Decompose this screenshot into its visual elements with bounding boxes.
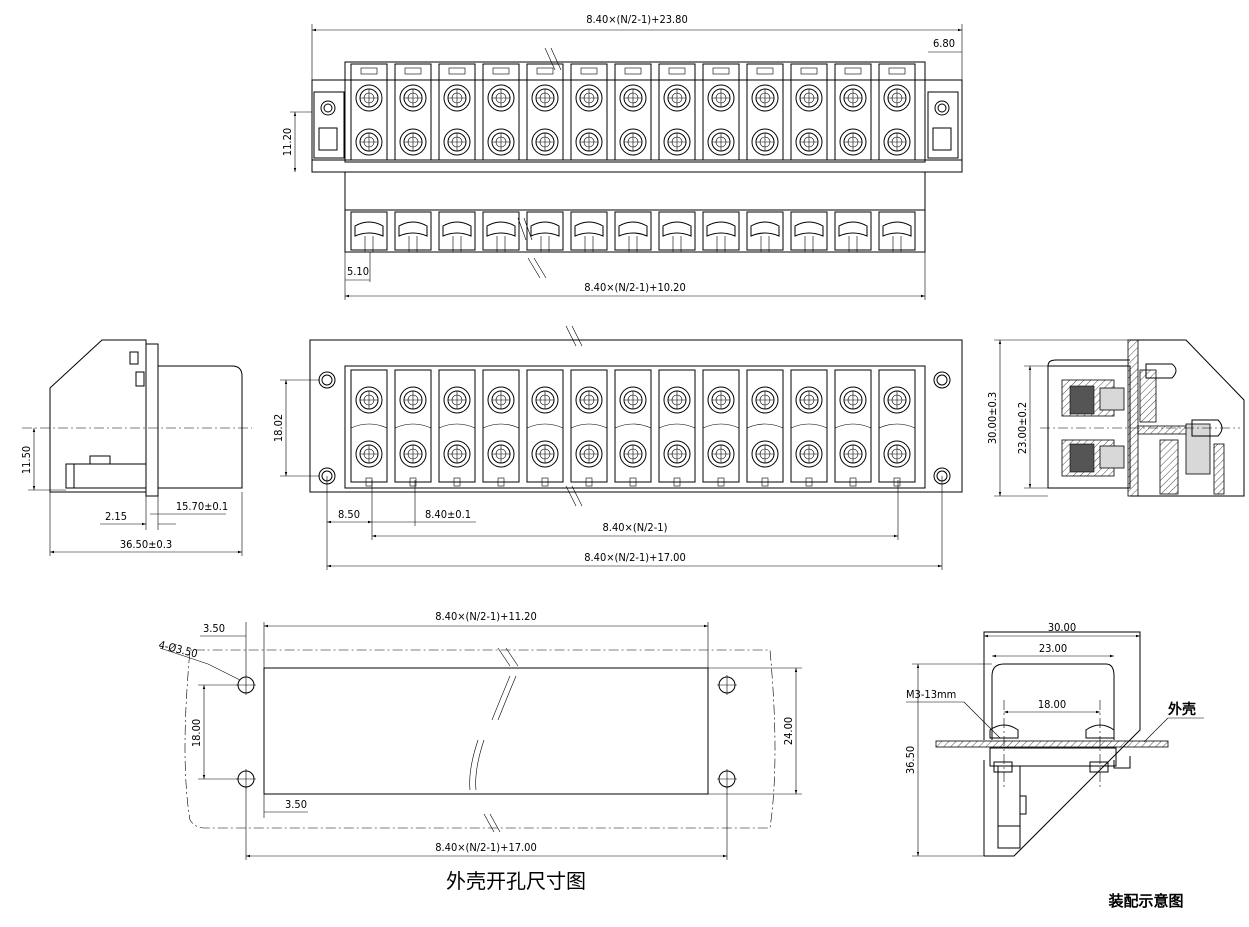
front-terminal-cell (834, 369, 872, 487)
front-terminal-cell (482, 369, 520, 487)
bottom-pins (350, 211, 916, 252)
bottom-pin (834, 211, 872, 252)
front-terminal-cell (570, 369, 608, 487)
terminal-cell (878, 63, 916, 161)
cutout-title: 外壳开孔尺寸图 (446, 869, 586, 893)
terminal-cell (614, 63, 652, 161)
front-terminal-cell (350, 369, 388, 487)
assembly-title: 装配示意图 (1107, 892, 1183, 910)
bottom-pin (790, 211, 828, 252)
dim-top-height: 11.20 (281, 128, 294, 156)
bottom-pin (394, 211, 432, 252)
dim-side-height: 11.50 (20, 446, 33, 474)
dim-side-215: 2.15 (105, 510, 127, 523)
dim-cut-2400: 24.00 (782, 717, 795, 745)
terminal-cell (834, 63, 872, 161)
dim-cut-holes: 4-Ø3.50 (157, 638, 199, 660)
right-section-view: 30.00±0.3 23.00±0.2 (986, 339, 1245, 497)
terminal-cell (746, 63, 784, 161)
bottom-pin (482, 211, 520, 252)
front-terminal-cell (790, 369, 828, 487)
dim-cut-350-bottom: 3.50 (285, 798, 307, 811)
front-terminal-cells (350, 369, 916, 487)
front-terminal-cell (746, 369, 784, 487)
bottom-pin (350, 211, 388, 252)
terminal-cell (702, 63, 740, 161)
dim-asm-3000: 30.00 (1048, 621, 1076, 634)
dim-cut-350-top: 3.50 (203, 622, 225, 635)
dim-front-pitch: 8.40×(N/2-1) (603, 521, 668, 534)
dim-asm-screw: M3-13mm (906, 688, 956, 701)
dim-top-side: 6.80 (933, 37, 955, 50)
terminal-cell (658, 63, 696, 161)
bottom-pin (438, 211, 476, 252)
top-terminal-cells (350, 63, 916, 161)
front-terminal-cell (526, 369, 564, 487)
top-view: 8.40×(N/2-1)+23.80 6.80 11.20 5.1 (281, 13, 963, 300)
dim-right-2300: 23.00±0.2 (1016, 402, 1029, 454)
assembly-view: 30.00 23.00 M3-13mm 18.00 外壳 36.50 装配示意图 (904, 621, 1204, 910)
terminal-cell (394, 63, 432, 161)
terminal-cell (438, 63, 476, 161)
dim-asm-1800: 18.00 (1038, 698, 1066, 711)
label-shell: 外壳 (1168, 701, 1196, 718)
dim-cut-width: 8.40×(N/2-1)+11.20 (435, 610, 537, 623)
dim-front-840: 8.40±0.1 (425, 508, 471, 521)
terminal-cell (790, 63, 828, 161)
dim-side-1570: 15.70±0.1 (176, 500, 228, 513)
front-terminal-cell (438, 369, 476, 487)
bottom-pin (614, 211, 652, 252)
dim-front-overall: 8.40×(N/2-1)+17.00 (584, 551, 686, 564)
bottom-pin (570, 211, 608, 252)
cutout-view: 3.50 4-Ø3.50 8.40×(N/2-1)+11.20 18.00 24… (157, 610, 802, 893)
dim-side-3650: 36.50±0.3 (120, 538, 172, 551)
terminal-cell (526, 63, 564, 161)
dim-front-850: 8.50 (338, 508, 360, 521)
dim-top-bottom-small: 5.10 (347, 265, 369, 278)
dim-asm-2300: 23.00 (1039, 642, 1067, 655)
bottom-pin (878, 211, 916, 252)
dim-front-1802: 18.02 (272, 414, 285, 442)
dim-cut-1800: 18.00 (190, 719, 203, 747)
front-terminal-cell (614, 369, 652, 487)
front-view: 18.02 8.50 8.40±0.1 8.40×(N/2-1) 8.40×(N… (272, 325, 963, 570)
bottom-pin (526, 211, 564, 252)
bottom-pin (746, 211, 784, 252)
front-terminal-cell (878, 369, 916, 487)
dim-cut-overall: 8.40×(N/2-1)+17.00 (435, 841, 537, 854)
terminal-cell (570, 63, 608, 161)
dim-top-bottom: 8.40×(N/2-1)+10.20 (584, 281, 686, 294)
terminal-cell (482, 63, 520, 161)
front-terminal-cell (702, 369, 740, 487)
dim-asm-3650: 36.50 (904, 746, 917, 774)
dim-top-overall: 8.40×(N/2-1)+23.80 (586, 13, 688, 26)
front-terminal-cell (658, 369, 696, 487)
left-side-view: 11.50 2.15 15.70±0.1 36.50±0.3 (20, 339, 252, 556)
bottom-pin (702, 211, 740, 252)
terminal-cell (350, 63, 388, 161)
dim-right-3000: 30.00±0.3 (986, 392, 999, 444)
front-terminal-cell (394, 369, 432, 487)
bottom-pin (658, 211, 696, 252)
